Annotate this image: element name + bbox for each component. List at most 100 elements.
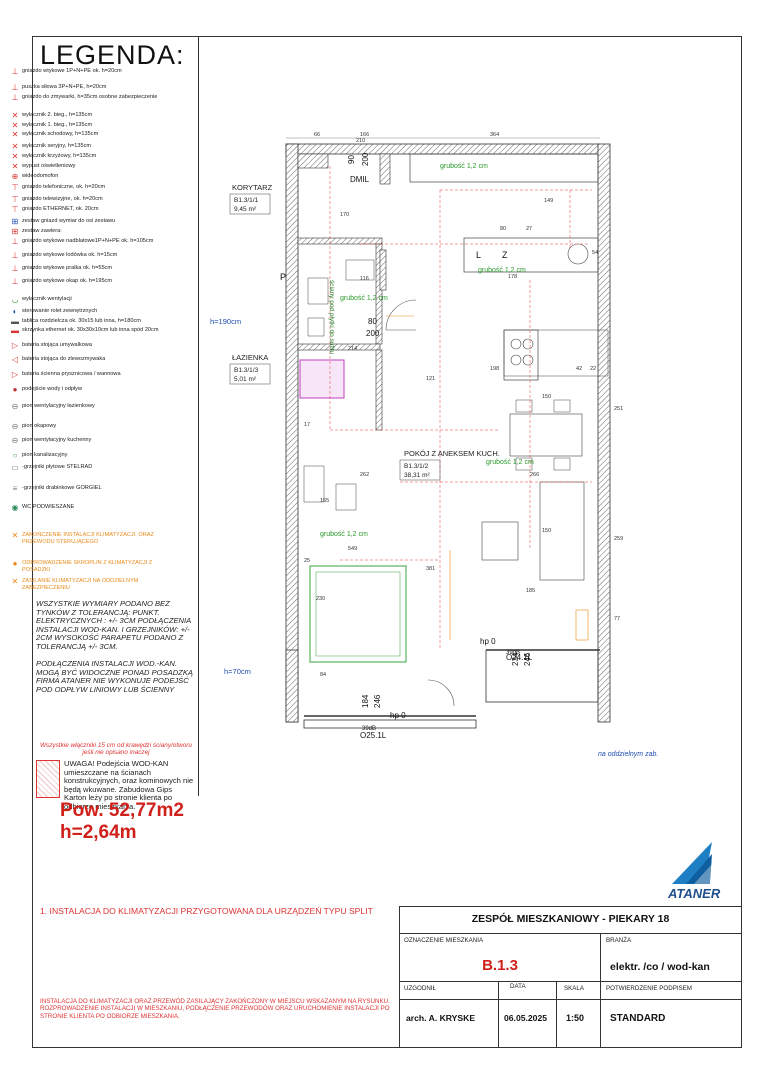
svg-text:grubość 1,2 cm: grubość 1,2 cm [340, 295, 388, 302]
split-ac-note: 1. INSTALACJA DO KLIMATYZACJI PRZYGOTOWA… [40, 906, 373, 916]
dimensions: 66 166 210 364 170 149 54 80 27 178 116 … [286, 132, 623, 678]
svg-text:38,31 m²: 38,31 m² [404, 472, 430, 479]
svg-text:54: 54 [592, 250, 598, 256]
room-bathroom: ŁAZIENKA B1.3/1/3 5,01 m² [229, 353, 271, 385]
svg-text:9,45 m²: 9,45 m² [234, 206, 257, 213]
legend-item: ▬tablica rozdzielcza ok. 30x15 lub inna,… [8, 318, 168, 327]
legend-item: ▷bateria stojąca umywalkowa [8, 342, 168, 351]
legend-item: ◁bateria stojąca do zlewozmywaka [8, 356, 168, 365]
svg-text:L: L [476, 250, 481, 260]
legend-item-label: wyłącznik 1. bieg., h=135cm [22, 122, 93, 128]
series-switch-icon: ✕ [11, 142, 19, 151]
legend-item: ⊤gniazdo ETHERNET, ok. 20cm [8, 206, 168, 215]
wall-hung-wc-icon: ◉ [11, 503, 19, 512]
legend-item: ⊥gniazdo wtykowe okap ok. h=195cm [8, 278, 168, 287]
legend-item-label: WC PODWIESZANE [22, 504, 75, 510]
hood-outlet-icon: ⊥ [11, 277, 19, 286]
sink-icon [567, 243, 589, 265]
legend-item-label: ZASILANIE KLIMATYZACJI NA ODDZIELNYM ZAB… [22, 578, 139, 591]
panel-radiator-icon: ▭ [11, 463, 19, 472]
legend-item-label: ZAKOŃCZENIE INSTALACJI KLIMATYZACJI, ORA… [22, 532, 154, 545]
kitchen-appliance-labels: L Z P [280, 250, 508, 282]
branch-label: BRANŻA [606, 937, 632, 944]
bath-vent-icon: ⊖ [11, 402, 19, 411]
legend-item: ◐sterowanie rolet zewnętrznych [8, 308, 168, 317]
legend-item: ◡wyłącznik wentylacji [8, 296, 168, 305]
legend-item: ≡-grzejniki drabinkowe GORGIEL [8, 485, 168, 494]
condensate-icon: ● [12, 559, 18, 568]
coffee-table [481, 521, 519, 561]
outer-walls [285, 143, 611, 723]
set-outlet-2-icon: ⊞ [11, 227, 19, 236]
svg-text:39dB: 39dB [362, 726, 376, 732]
svg-text:Z: Z [502, 250, 508, 260]
svg-text:h=190cm: h=190cm [210, 317, 241, 326]
date-value: 06.05.2025 [504, 1013, 548, 1023]
svg-text:170: 170 [340, 212, 349, 218]
legend-item-label: sterowanie rolet zewnętrznych [22, 308, 98, 314]
legend-item-label: pion wentylacyjny łazienkowy [22, 403, 95, 409]
svg-text:165: 165 [320, 498, 329, 504]
legend-item-label: gniazdo wtykowe pralka ok. h=55cm [22, 265, 113, 271]
legend-item-label: wyłącznik 2. bieg., h=135cm [22, 112, 93, 118]
svg-text:178: 178 [508, 274, 517, 280]
washer-outlet-icon: ⊥ [11, 264, 19, 273]
svg-text:549: 549 [348, 546, 357, 552]
svg-text:200: 200 [366, 329, 380, 338]
svg-text:O24.1L: O24.1L [506, 653, 533, 662]
scale-value: 1:50 [566, 1013, 585, 1023]
svg-text:214: 214 [348, 346, 357, 352]
legend-item-label: gniazdo wtykowe okap ok. h=195cm [22, 278, 113, 284]
svg-text:22: 22 [590, 366, 596, 372]
logo-text: ATANER [667, 886, 721, 901]
legend-item-label: ODPROWADZENIE SKROPLIN Z KLIMATYZACJI Z … [22, 560, 153, 573]
unit-label: OZNACZENIE MIESZKANIA [404, 937, 484, 944]
svg-text:166: 166 [360, 132, 369, 138]
svg-text:121: 121 [426, 376, 435, 382]
svg-text:25: 25 [304, 558, 310, 564]
svg-text:B1.3/1/1: B1.3/1/1 [234, 197, 259, 204]
svg-text:246: 246 [523, 652, 532, 666]
project-name: ZESPÓŁ MIESZKANIOWY - PIEKARY 18 [471, 913, 670, 925]
washer [307, 277, 329, 305]
svg-text:POKÓJ Z ANEKSEM KUCH.: POKÓJ Z ANEKSEM KUCH. [404, 449, 500, 458]
hatch-sample-icon [36, 760, 60, 798]
legend-item-label: tablica rozdzielcza ok. 30x15 lub inna, … [22, 318, 141, 324]
legend-item: ✕wyłącznik schodowy, h=135cm [8, 131, 168, 140]
svg-text:66: 66 [314, 132, 320, 138]
svg-text:251: 251 [614, 406, 623, 412]
balcony-right [485, 649, 599, 703]
ac-runs [386, 315, 589, 641]
svg-text:h=70cm: h=70cm [224, 667, 251, 676]
svg-text:grubość 1,2 cm: grubość 1,2 cm [320, 531, 368, 538]
confirm-label: POTWIERDZENIE PODPISEM [606, 985, 692, 992]
legend-item: ⊤gniazdo telefoniczne, ok. h=20cm [8, 184, 168, 193]
ladder-radiator-icon: ≡ [12, 484, 18, 493]
legend-item: ⊞zestaw gniazd wymiar do osi zestawu [8, 218, 168, 227]
wall-tile-note: ściany pod płytki do sufitu [328, 280, 335, 354]
branch-value: elektr. /co / wod-kan [610, 961, 710, 973]
legend-item-label: zestaw gniazd wymiar do osi zestawu [22, 218, 116, 224]
svg-text:364: 364 [490, 132, 499, 138]
legend-item: ⊖pion wentylacyjny kuchenny [8, 437, 168, 446]
legend-item: ✕wyłącznik krzyżowy, h=135cm [8, 153, 168, 162]
svg-text:ŁAZIENKA: ŁAZIENKA [232, 353, 268, 362]
sink-faucet-icon: ▷ [11, 341, 19, 350]
ac-end-icon: ✕ [11, 531, 19, 540]
switch-1-icon: ✕ [11, 121, 19, 130]
hood-vent-icon: ⊖ [11, 422, 19, 431]
svg-text:184: 184 [361, 694, 370, 708]
svg-text:grubość 1,2 cm: grubość 1,2 cm [478, 267, 526, 274]
svg-text:210: 210 [356, 138, 365, 144]
dining-table [509, 413, 583, 457]
svg-text:P: P [280, 272, 286, 282]
legend-item-label: gniazdo telefoniczne, ok. h=20cm [22, 184, 106, 190]
legend-item: ⊥gniazdo wtykowe 1P+N+PE ok. h=20cm [8, 68, 168, 77]
switch-note: Wszystkie włączniki 15 cm od krawędzi śc… [39, 742, 192, 757]
legend-item-label: wideodomofon [22, 173, 59, 179]
svg-text:O25.1L: O25.1L [360, 731, 387, 740]
stair-switch-icon: ✕ [11, 130, 19, 139]
scale-label: SKALA [564, 985, 584, 992]
svg-text:266: 266 [530, 472, 539, 478]
svg-text:27: 27 [526, 226, 532, 232]
